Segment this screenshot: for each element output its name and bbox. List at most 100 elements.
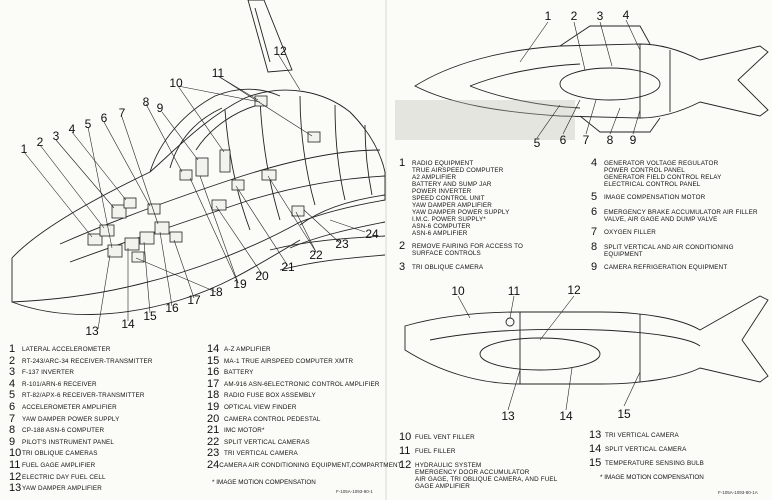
legend-text-line: TEMPERATURE SENSING BULB — [605, 460, 705, 467]
legend-item: 10 FUEL VENT FILLER — [399, 432, 589, 443]
legend-text: TRI OBLIQUE CAMERAS — [22, 450, 98, 458]
legend-text-line: HYDRAULIC SYSTEM — [415, 462, 482, 469]
legend-bottom-right-col2: 13 TRI VERTICAL CAMERA 14 SPLIT VERTICAL… — [589, 430, 769, 469]
shading-top — [395, 100, 575, 140]
legend-item: 14 SPLIT VERTICAL CAMERA — [589, 444, 769, 455]
legend-text: AM-916 ASN-6ELECTRONIC CONTROL AMPLIFIER — [224, 380, 380, 388]
legend-text: A-Z AMPLIFIER — [224, 346, 271, 353]
legend-text-multiline: GENERATOR VOLTAGE REGULATOR POWER CONTRO… — [604, 158, 721, 188]
legend-text-line: POWER INVERTER — [412, 188, 472, 195]
callout-8: 8 — [142, 95, 150, 109]
legend-item: 16 BATTERY — [207, 367, 387, 379]
legend-num: 11 — [9, 458, 21, 471]
callout-2: 2 — [36, 135, 44, 149]
callout-bottom-10: 10 — [451, 284, 465, 298]
legend-text-multiline: RADIO EQUIPMENT TRUE AIRSPEED COMPUTER A… — [412, 158, 509, 237]
legend-num: 20 — [207, 412, 220, 425]
legend-text: LATERAL ACCELEROMETER — [22, 346, 111, 353]
leader-lines-bottom-right — [457, 295, 641, 411]
callout-20: 20 — [255, 269, 269, 283]
legend-top-right-col1: 1 RADIO EQUIPMENT TRUE AIRSPEED COMPUTER… — [399, 158, 579, 273]
legend-num: 10 — [399, 431, 412, 443]
callout-22: 22 — [309, 248, 323, 262]
legend-text-line: AIR GAGE, TRI OBLIQUE CAMERA, AND FUEL — [415, 476, 558, 483]
legend-text-multiline: CAMERA REFRIGERATION EQUIPMENT — [604, 262, 727, 271]
legend-text: R-101/ARN-6 RECEIVER — [22, 380, 97, 388]
legend-num: 15 — [589, 457, 602, 469]
callout-bottom-11: 11 — [507, 284, 521, 298]
legend-text-line: POWER CONTROL PANEL — [604, 167, 685, 174]
legend-text-line: I.M.C. POWER SUPPLY* — [412, 216, 486, 223]
legend-text: RADIO FUSE BOX ASSEMBLY — [224, 392, 316, 400]
callout-13: 13 — [85, 324, 99, 338]
legend-num: 17 — [207, 377, 220, 390]
legend-num: 7 — [591, 226, 598, 238]
legend-num: 19 — [207, 400, 220, 413]
figure-id-right: F-105A-1093-80-1A — [718, 490, 758, 495]
callout-top-3: 3 — [596, 9, 604, 23]
legend-text: BATTERY — [224, 369, 254, 377]
callout-bottom-15: 15 — [617, 407, 631, 421]
callout-bottom-14: 14 — [559, 409, 573, 423]
callout-top-9: 9 — [629, 133, 637, 147]
legend-num: 8 — [9, 424, 16, 437]
legend-num: 1 — [9, 343, 16, 355]
legend-num: 24 — [207, 458, 220, 471]
legend-item: 2 REMOVE FAIRING FOR ACCESS TO SURFACE C… — [399, 241, 579, 258]
legend-text-multiline: SPLIT VERTICAL CAMERA — [605, 444, 686, 453]
callout-1: 1 — [20, 142, 28, 156]
legend-text-multiline: TRI OBLIQUE CAMERA — [412, 262, 483, 271]
legend-text-line: SURFACE CONTROLS — [412, 250, 481, 257]
legend-item: 3 TRI OBLIQUE CAMERA — [399, 262, 579, 273]
legend-text: MA-1 TRUE AIRSPEED COMPUTER XMTR — [224, 357, 354, 365]
callout-3: 3 — [52, 129, 60, 143]
legend-item: 17 AM-916 ASN-6ELECTRONIC CONTROL AMPLIFI… — [207, 377, 387, 391]
legend-text-multiline: IMAGE COMPENSATION MOTOR — [604, 192, 705, 201]
legend-num: 14 — [207, 343, 220, 355]
side-view-bottom — [404, 295, 769, 385]
legend-text-line: EQUIPMENT — [604, 251, 643, 258]
legend-text-line: YAW DAMPER AMPLIFIER — [412, 202, 492, 209]
legend-item: 12 HYDRAULIC SYSTEM EMERGENCY DOOR ACCUM… — [399, 459, 589, 491]
legend-text: PILOT'S INSTRUMENT PANEL — [22, 438, 115, 446]
callout-17: 17 — [187, 293, 201, 307]
legend-text-line: SPLIT VERTICAL AND AIR CONDITIONING — [604, 244, 734, 251]
legend-text-multiline: HYDRAULIC SYSTEM EMERGENCY DOOR ACCUMULA… — [415, 460, 557, 490]
callout-top-8: 8 — [606, 133, 614, 147]
callout-top-6: 6 — [559, 133, 567, 147]
legend-text-line: IMAGE COMPENSATION MOTOR — [604, 194, 706, 201]
legend-item: 18 RADIO FUSE BOX ASSEMBLY — [207, 390, 387, 402]
legend-text: ELECTRIC DAY FUEL CELL — [22, 473, 106, 481]
legend-item: 8 SPLIT VERTICAL AND AIR CONDITIONING EQ… — [591, 242, 771, 259]
legend-item: 7 OXYGEN FILLER — [591, 227, 771, 238]
legend-num: 7 — [9, 412, 16, 425]
callout-14: 14 — [121, 317, 135, 331]
plan-view-top — [414, 25, 769, 133]
callout-top-7: 7 — [582, 133, 590, 147]
callout-top-4: 4 — [622, 8, 630, 22]
legend-num: 12 — [9, 470, 22, 483]
legend-text-line: BATTERY AND SUMP JAR — [412, 181, 492, 188]
legend-text-line: GENERATOR VOLTAGE REGULATOR — [604, 160, 719, 167]
legend-text-line: TRI OBLIQUE CAMERA — [412, 264, 484, 271]
callout-6: 6 — [100, 111, 108, 125]
legend-num: 12 — [399, 459, 412, 471]
callout-5: 5 — [84, 117, 92, 131]
legend-item: 6 EMERGENCY BRAKE ACCUMULATOR AIR FILLER… — [591, 207, 771, 224]
legend-text-line: CAMERA REFRIGERATION EQUIPMENT — [604, 264, 728, 271]
legend-item: 14 A-Z AMPLIFIER — [207, 344, 387, 356]
legend-item: 15 TEMPERATURE SENSING BULB — [589, 458, 769, 469]
legend-num: 18 — [207, 389, 220, 402]
legend-num: 16 — [207, 366, 220, 379]
